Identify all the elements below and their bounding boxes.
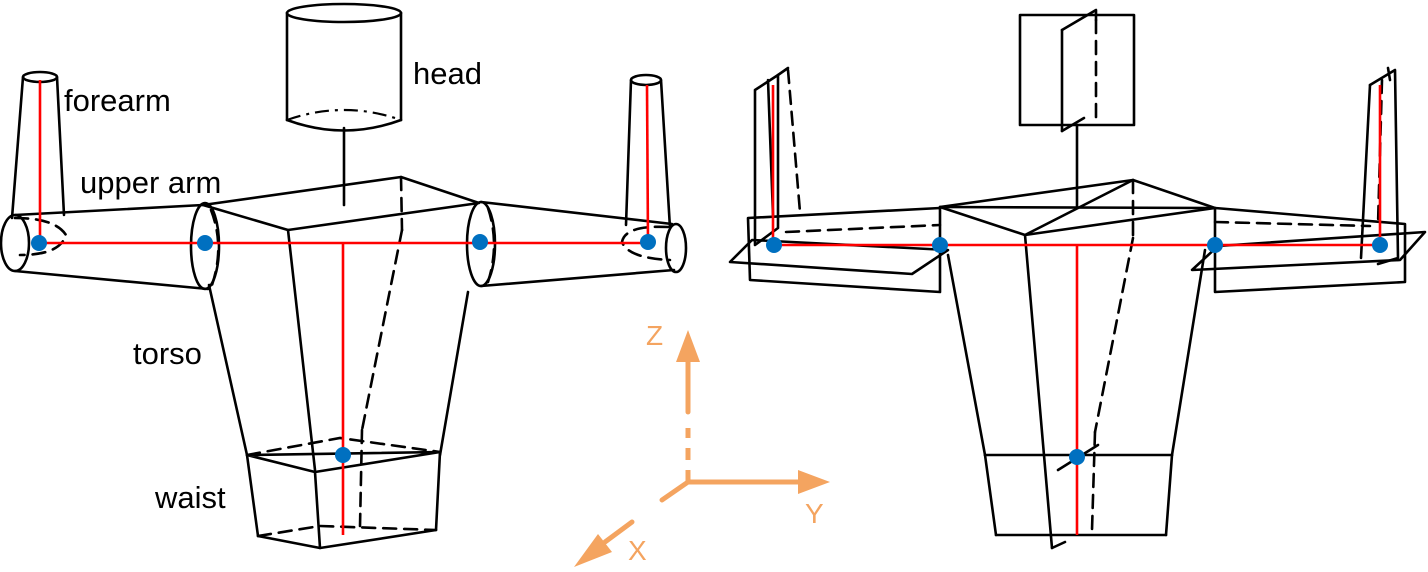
left-upper-arm-left — [0, 201, 221, 291]
left-link-lines — [38, 80, 650, 535]
left-head — [285, 2, 403, 207]
left-joint-elbow-l — [197, 235, 213, 251]
left-joints — [31, 234, 656, 463]
label-torso: torso — [133, 336, 202, 371]
axis-label-x: X — [628, 535, 647, 566]
right-figure — [728, 8, 1427, 550]
right-joint-shoulder-r — [1372, 237, 1388, 253]
label-upper-arm: upper arm — [80, 165, 221, 200]
left-waist — [245, 428, 442, 550]
left-joint-shoulder-r — [640, 234, 656, 250]
left-forearm-right — [624, 73, 672, 230]
left-figure: head forearm upper arm torso waist — [0, 2, 688, 550]
label-forearm: forearm — [64, 83, 171, 118]
left-joint-shoulder-l — [31, 235, 47, 251]
label-head: head — [413, 56, 482, 91]
axis-label-y: Y — [805, 498, 824, 529]
right-joint-elbow-r — [1207, 237, 1223, 253]
right-head — [1018, 8, 1136, 210]
left-forearm-left — [10, 70, 66, 220]
axis-label-z: Z — [646, 320, 663, 351]
right-upper-arm-right — [1190, 206, 1427, 294]
right-joint-shoulder-l — [766, 237, 782, 253]
right-torso — [938, 178, 1217, 550]
right-joint-waist — [1069, 449, 1085, 465]
right-link-lines — [771, 85, 1382, 535]
right-joint-elbow-l — [932, 237, 948, 253]
right-joints — [766, 237, 1388, 465]
left-joint-waist — [335, 447, 351, 463]
right-upper-arm-left — [728, 206, 950, 294]
coordinate-axes: Z Y X — [574, 320, 830, 567]
left-torso — [201, 175, 481, 472]
left-joint-elbow-r — [472, 234, 488, 250]
label-waist: waist — [154, 480, 226, 515]
